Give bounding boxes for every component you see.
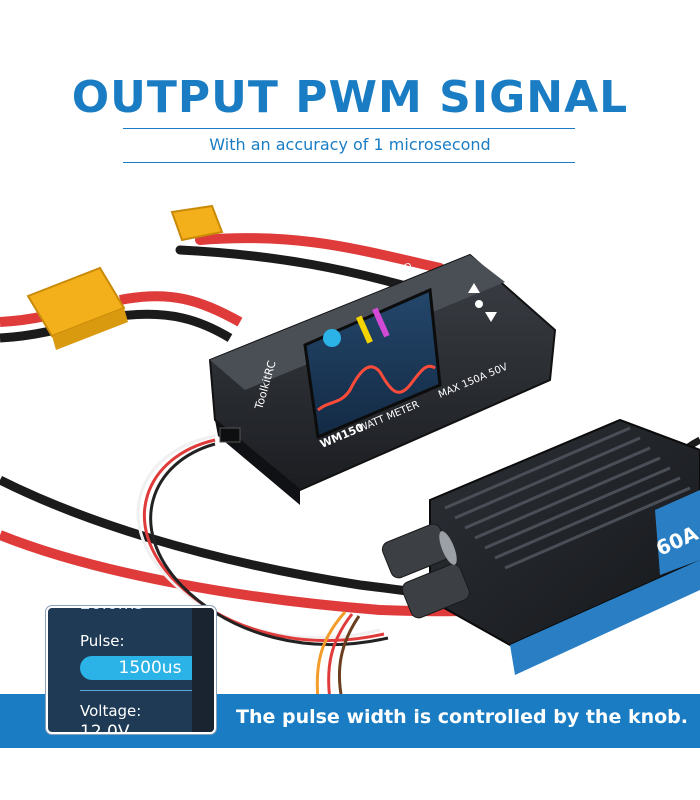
inset-side-rail [192,608,214,732]
inset-pulse-label: Pulse: [80,632,125,650]
up-button [468,283,480,293]
inset-voltage-label: Voltage: [80,702,142,720]
wire-black-top [175,245,425,295]
servo-wire-white [136,434,381,640]
xt60-connector-left [26,266,128,350]
wire-black-xt [119,309,233,342]
wire-red-top [195,233,445,273]
headline-rule-bottom [123,162,575,163]
screen-zoom-inset: 20.0ms Pulse: 1500us Voltage: 12.0V [46,606,216,734]
servo-wire-black [149,442,389,646]
wattmeter-body [208,253,557,505]
subheadline: With an accuracy of 1 microsecond [209,135,491,154]
inset-voltage-value: 12.0V [80,722,130,734]
servo-lead-out-orange [315,611,347,701]
headline-rule-top [123,128,575,129]
servo-wire-red [142,438,385,642]
esc-label-panel [655,490,700,575]
servo-port [219,427,241,443]
inset-pulse-value: 1500us [80,656,214,680]
product-photo: ToolkitRC WM150 WATT METER MAX 150A 50V … [0,204,700,701]
screen-dial [323,329,341,347]
servo-lead-out-red [327,613,354,701]
servo-lead-out-brown [337,615,361,701]
caption-text: The pulse width is controlled by the kno… [236,706,688,728]
inset-cycle-value: 20.0ms [80,608,143,614]
screen-bar-yellow [355,315,373,344]
down-button [485,312,497,322]
screen-waveform [317,364,436,412]
select-button [475,300,483,308]
inset-divider [80,690,214,691]
device-load-label: LOAD [387,262,414,281]
screen-bar-magenta [372,307,390,338]
esc-heatsink [429,418,700,675]
headline: OUTPUT PWM SIGNAL [71,72,629,123]
wire-red-xt [119,291,243,327]
xt60-connector-top [170,204,224,242]
capacitors [381,523,470,619]
